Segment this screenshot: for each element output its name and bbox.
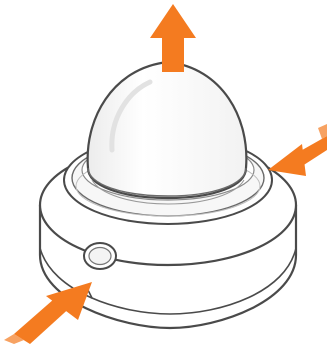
arrow-right-side xyxy=(268,124,327,176)
arrow-bottom-left xyxy=(4,282,92,344)
arrow-up-head xyxy=(150,4,196,38)
arrow-right-tail-fade xyxy=(318,124,327,139)
port-inner xyxy=(89,248,111,265)
arrow-up xyxy=(150,4,196,72)
arrow-up-shaft xyxy=(162,34,184,72)
base-port xyxy=(84,243,116,269)
dome xyxy=(88,62,247,204)
